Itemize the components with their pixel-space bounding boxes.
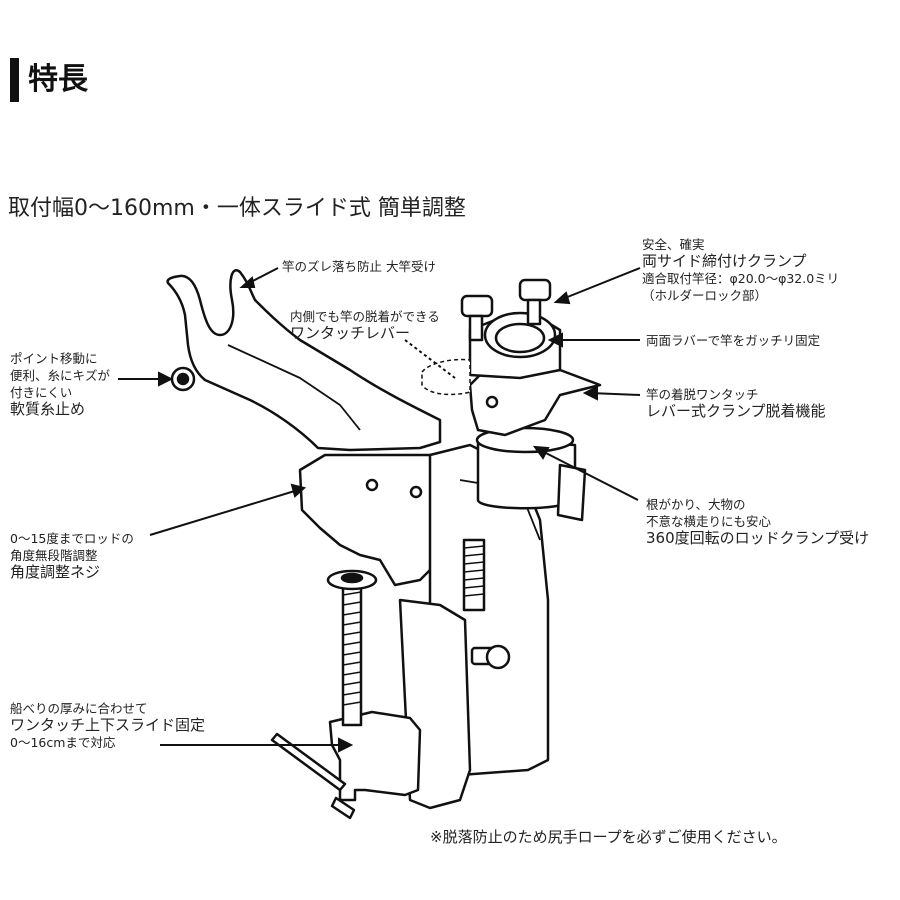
page-subtitle: 取付幅0〜160mm・一体スライド式 簡単調整 bbox=[8, 196, 466, 221]
label-angle-line3: 角度調整ネジ bbox=[10, 563, 101, 581]
label-line-stop-line1: ポイント移動に bbox=[10, 351, 98, 366]
label-slide-line1: 船べりの厚みに合わせて bbox=[10, 701, 148, 716]
body-block bbox=[298, 453, 442, 587]
lever-dashed-motion bbox=[421, 358, 471, 396]
label-line-stop-line3: 付きにくい bbox=[10, 385, 73, 400]
label-slide: 船べりの厚みに合わせて ワンタッチ上下スライド固定 0〜16cmまで対応 bbox=[10, 700, 205, 751]
label-clamp-line2: 両サイド締付けクランプ bbox=[642, 252, 807, 270]
arrow-one-touch bbox=[404, 339, 456, 379]
label-slide-line2: ワンタッチ上下スライド固定 bbox=[10, 716, 206, 734]
label-rubber: 両面ラバーで竿をガッチリ固定 bbox=[646, 332, 820, 349]
label-clamp-line1: 安全、確実 bbox=[642, 237, 705, 252]
arrow-lever-clamp bbox=[589, 392, 641, 396]
c-clamp bbox=[328, 710, 422, 802]
label-one-touch-lever: 内側でも竿の脱着ができる ワンタッチレバー bbox=[290, 308, 440, 342]
label-lever-clamp-line2: レバー式クランプ脱着機能 bbox=[646, 402, 826, 420]
heading-bar bbox=[10, 58, 19, 102]
label-line-stop-line2: 便利、糸にキズが bbox=[10, 368, 111, 383]
label-lever-clamp-line1: 竿の着脱ワンタッチ bbox=[646, 387, 759, 402]
rod-rest-arm bbox=[166, 269, 442, 452]
label-angle: 0〜15度までロッドの 角度無段階調整 角度調整ネジ bbox=[10, 530, 134, 581]
footer-note: ※脱落防止のため尻手ロープを必ずご使用ください。 bbox=[430, 828, 787, 846]
label-clamp-line4: （ホルダーロック部） bbox=[642, 288, 768, 303]
label-line-stop-line4: 軟質糸止め bbox=[10, 400, 86, 418]
clamp-knob-left bbox=[460, 294, 494, 318]
label-clamp-line3: 適合取付竿径：φ20.0〜φ32.0ミリ bbox=[642, 271, 840, 286]
threaded-rod-center bbox=[462, 538, 486, 612]
label-big-rod-rest: 竿のズレ落ち防止 大竿受け bbox=[282, 258, 436, 275]
arrow-rotation bbox=[539, 449, 639, 501]
t-handle bbox=[270, 732, 347, 792]
label-lever-clamp: 竿の着脱ワンタッチ レバー式クランプ脱着機能 bbox=[646, 386, 826, 420]
label-rubber-line: 両面ラバーで竿をガッチリ固定 bbox=[646, 333, 821, 348]
label-big-rod-rest-line: 竿のズレ落ち防止 大竿受け bbox=[282, 259, 436, 274]
label-clamp-both-sides: 安全、確実 両サイド締付けクランプ 適合取付竿径：φ20.0〜φ32.0ミリ （… bbox=[642, 236, 839, 304]
label-rotation-line3: 360度回転のロッドクランプ受け bbox=[646, 529, 870, 547]
label-one-touch-line1: 内側でも竿の脱着ができる bbox=[290, 309, 440, 324]
label-one-touch-line2: ワンタッチレバー bbox=[290, 324, 411, 342]
label-angle-line2: 角度無段階調整 bbox=[10, 548, 98, 563]
arrow-clamp bbox=[559, 267, 641, 301]
label-rotation-line2: 不意な横走りにも安心 bbox=[646, 514, 772, 529]
label-slide-line3: 0〜16cmまで対応 bbox=[10, 735, 116, 750]
label-angle-line1: 0〜15度までロッドの bbox=[10, 531, 134, 546]
arrow-angle bbox=[149, 489, 299, 536]
label-line-stop: ポイント移動に 便利、糸にキズが 付きにくい 軟質糸止め bbox=[10, 350, 110, 418]
label-rotation-line1: 根がかり、大物の bbox=[646, 497, 746, 512]
label-rotation: 根がかり、大物の 不意な横走りにも安心 360度回転のロッドクランプ受け bbox=[646, 496, 869, 547]
clamp-knob-right bbox=[518, 278, 552, 302]
page-title: 特長 bbox=[28, 62, 88, 97]
